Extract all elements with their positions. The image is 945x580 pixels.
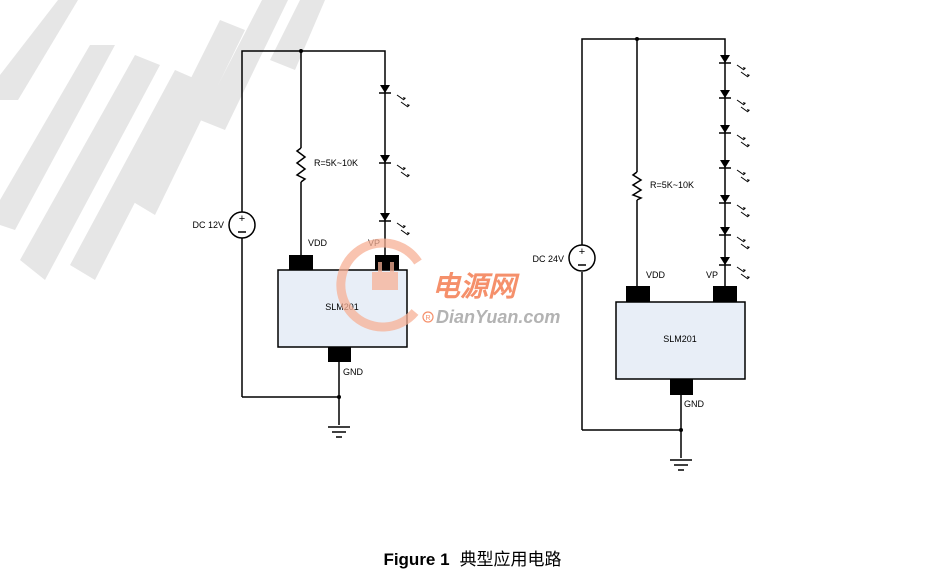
pin-gnd-label: GND	[684, 399, 705, 409]
pin-vp-label: VP	[706, 270, 718, 280]
led	[379, 213, 410, 236]
vp-pad	[713, 286, 737, 302]
resistor-symbol	[295, 147, 307, 183]
svg-text:+: +	[579, 246, 585, 258]
led	[379, 155, 410, 178]
led-string	[719, 50, 750, 286]
resistor-symbol	[631, 171, 643, 201]
dc-source: +	[568, 244, 596, 272]
led	[719, 227, 750, 250]
circuit-24v: R=5K~10K + DC 24V VDD VP SLM201 GND	[532, 37, 750, 471]
svg-text:R: R	[425, 315, 430, 322]
svg-text:+: +	[239, 213, 245, 225]
led	[719, 125, 750, 148]
led	[719, 55, 750, 78]
pin-gnd-label: GND	[343, 367, 364, 377]
plug-logo-icon	[336, 238, 422, 332]
resistor-label: R=5K~10K	[314, 158, 358, 168]
gnd-pad	[328, 347, 351, 362]
watermark-brand-cn: 电源网	[432, 271, 520, 302]
vdd-pad	[626, 286, 650, 302]
resistor-label: R=5K~10K	[650, 180, 694, 190]
figure-label: Figure 1	[383, 550, 450, 569]
dc-source: +	[228, 211, 256, 239]
ground-symbol	[670, 459, 692, 471]
ground-symbol	[328, 426, 350, 438]
watermark-stripes	[0, 0, 325, 280]
gnd-pad	[670, 379, 693, 395]
chip-label: SLM201	[663, 334, 697, 344]
led-string	[379, 75, 410, 255]
figure-caption: Figure 1 典型应用电路	[0, 545, 945, 570]
led	[379, 85, 410, 108]
led	[719, 90, 750, 113]
pin-vdd-label: VDD	[646, 270, 666, 280]
led	[719, 257, 750, 280]
source-label: DC 12V	[192, 220, 224, 230]
dianyuan-watermark: 电源网 DianYuan.com R	[336, 238, 560, 332]
source-label: DC 24V	[532, 254, 564, 264]
pin-vdd-label: VDD	[308, 238, 328, 248]
watermark-brand-en: DianYuan.com	[436, 307, 560, 327]
figure-title: 典型应用电路	[459, 550, 562, 569]
vdd-pad	[289, 255, 313, 270]
led	[719, 195, 750, 218]
led	[719, 160, 750, 183]
